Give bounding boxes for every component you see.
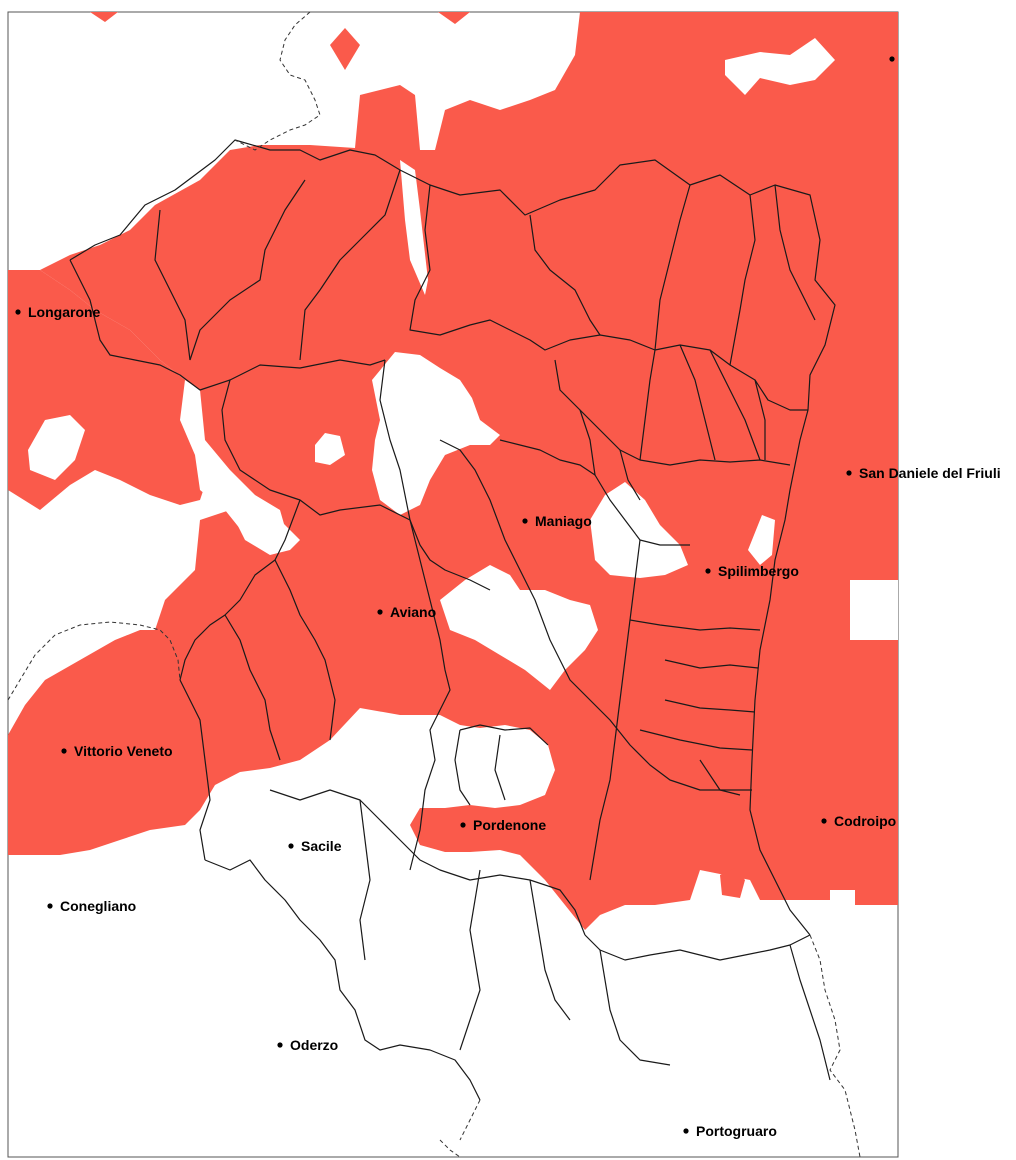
dashed-boundary: [809, 934, 861, 1158]
hole-aviano-east: [440, 565, 598, 690]
border-line: [409, 184, 808, 411]
city-label-longarone: Longarone: [28, 304, 101, 320]
border-line: [459, 869, 481, 1051]
city-label-san-daniele: San Daniele del Friuli: [859, 465, 1001, 481]
city-label-pordenone: Pordenone: [473, 817, 546, 833]
border-line: [179, 499, 301, 681]
border-line: [584, 934, 811, 961]
municipal-borders: [69, 139, 836, 1101]
border-line: [189, 179, 306, 361]
hole-west-corridor: [180, 380, 290, 550]
border-line: [439, 439, 752, 791]
border-line: [789, 944, 831, 1081]
border-line: [459, 724, 549, 746]
city-dot: [288, 843, 294, 849]
unshaded-areas: [28, 38, 898, 690]
border-line: [654, 184, 691, 351]
city-dot: [705, 568, 711, 574]
regional-boundaries: [7, 11, 861, 1158]
dashed-boundary: [439, 1139, 461, 1158]
border-line: [379, 359, 491, 591]
border-line: [454, 729, 471, 806]
border-line: [224, 614, 281, 761]
city-dot: [15, 309, 21, 315]
border-line: [154, 209, 191, 361]
city-dot: [522, 518, 528, 524]
city-label-portogruaro: Portogruaro: [696, 1123, 777, 1139]
city-label-aviano: Aviano: [390, 604, 436, 620]
city-label-codroipo: Codroipo: [834, 813, 896, 829]
city-dot: [683, 1128, 689, 1134]
city-label-sacile: Sacile: [301, 838, 342, 854]
dashed-boundary: [459, 1099, 481, 1141]
border-line: [494, 734, 506, 801]
city-dot: [821, 818, 827, 824]
city-dot: [277, 1042, 283, 1048]
city-markers: Longarone San Daniele del Friuli Maniago…: [15, 56, 1001, 1139]
city-label-maniago: Maniago: [535, 513, 592, 529]
zone-top-edge-1: [90, 12, 118, 22]
zone-top-edge-2: [438, 12, 470, 24]
zone-top-small: [330, 28, 360, 70]
hole-east-edge: [850, 580, 898, 640]
border-line: [529, 214, 601, 336]
border-line: [664, 699, 756, 713]
border-line: [529, 879, 571, 1021]
border-line: [639, 729, 753, 751]
dashed-boundary: [234, 11, 321, 151]
border-line: [69, 139, 836, 936]
hole-center-small: [315, 433, 345, 465]
hole-north-east: [725, 38, 835, 95]
zone-lower-right-islet: [720, 868, 745, 898]
border-line: [619, 449, 641, 501]
border-line: [359, 799, 371, 961]
border-line: [629, 619, 761, 631]
border-line: [221, 379, 411, 521]
border-line: [589, 539, 641, 881]
city-label-vittorio-veneto: Vittorio Veneto: [74, 743, 173, 759]
city-dot: [889, 56, 895, 62]
city-dot: [460, 822, 466, 828]
border-line: [754, 379, 766, 460]
border-line: [774, 184, 816, 321]
border-line: [179, 679, 211, 861]
city-dot: [47, 903, 53, 909]
city-label-spilimbergo: Spilimbergo: [718, 563, 799, 579]
dashed-boundary: [7, 621, 181, 701]
city-dot: [61, 748, 67, 754]
border-line: [579, 409, 596, 476]
city-dot: [377, 609, 383, 615]
shaded-zones: [8, 12, 898, 930]
border-line: [299, 169, 401, 361]
border-line: [204, 859, 481, 1101]
hole-spilimbergo-north: [748, 515, 775, 565]
border-line: [729, 194, 756, 366]
border-line: [639, 349, 656, 461]
border-line: [679, 344, 716, 461]
border-line: [699, 759, 741, 796]
border-line: [599, 949, 671, 1066]
border-line: [409, 519, 451, 871]
border-line: [274, 559, 336, 741]
border-line: [269, 789, 586, 936]
zone-main: [8, 12, 898, 930]
city-label-conegliano: Conegliano: [60, 898, 136, 914]
hole-center-north: [372, 352, 500, 515]
border-line: [709, 349, 761, 461]
hole-north-strip: [400, 160, 428, 295]
hole-west-lake: [28, 415, 85, 480]
border-line: [664, 659, 759, 669]
city-dot: [846, 470, 852, 476]
border-line: [69, 259, 386, 391]
city-label-oderzo: Oderzo: [290, 1037, 338, 1053]
